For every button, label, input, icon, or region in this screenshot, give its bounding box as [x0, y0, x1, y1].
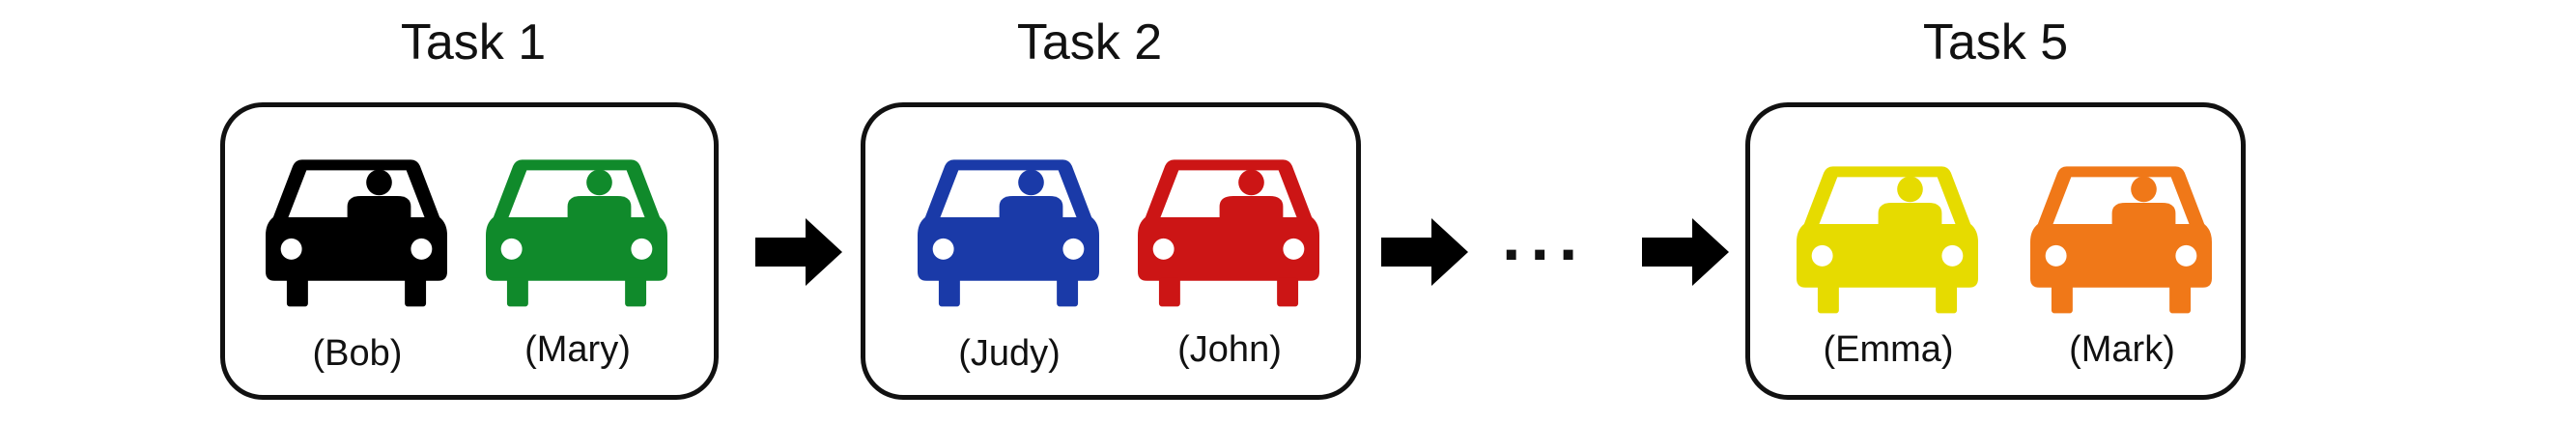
car-icon	[266, 159, 447, 307]
driver-label: (Emma)	[1823, 329, 1954, 370]
task-5-title: Task 5	[1922, 14, 2069, 70]
ellipsis: ...	[1502, 199, 1588, 274]
driver-label: (John)	[1177, 329, 1282, 370]
car-icon	[1797, 166, 1978, 314]
right-arrow-icon	[1642, 218, 1729, 286]
right-arrow-icon	[755, 218, 842, 286]
task-1-title: Task 1	[400, 14, 547, 70]
driver-label: (Bob)	[312, 333, 403, 374]
car-icon	[918, 159, 1099, 307]
task-2-title: Task 2	[1016, 14, 1163, 70]
task-1-panel: (Bob) (Mary)	[220, 102, 719, 400]
driver-label: (Mary)	[524, 329, 631, 370]
car-icon	[1138, 159, 1319, 307]
task-2-panel: (Judy) (John)	[861, 102, 1361, 400]
task-5-panel: (Emma) (Mark)	[1745, 102, 2246, 400]
car-icon	[2030, 166, 2212, 314]
driver-label: (Mark)	[2069, 329, 2175, 370]
driver-label: (Judy)	[958, 333, 1061, 374]
right-arrow-icon	[1381, 218, 1468, 286]
car-icon	[486, 159, 667, 307]
